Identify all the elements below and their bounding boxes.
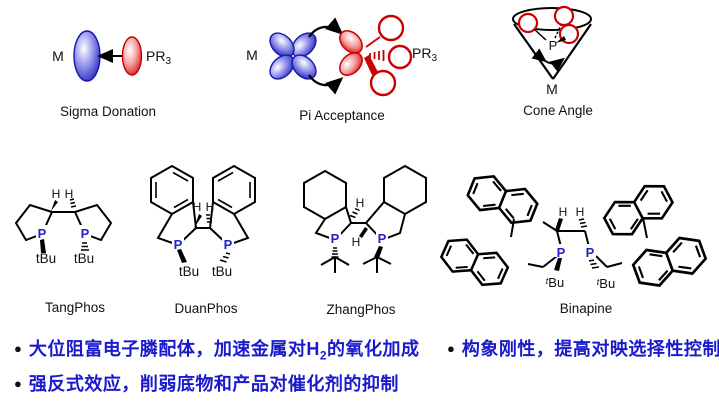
sigma-blue-orbital-lobe [73, 30, 101, 82]
hashed-bond [331, 247, 339, 258]
biaryl-bond [510, 218, 515, 238]
wedge-bond [177, 249, 187, 263]
ligand-name: Binapine [560, 301, 613, 316]
sigma-donation-diagram: M PR3 Sigma Donation [52, 30, 171, 119]
tbu-label: tBu [597, 276, 615, 291]
hashed-bond [81, 242, 89, 251]
sigma-star-red-orbital [339, 14, 413, 97]
cone-angle-diagram: P M Cone Angle [512, 5, 593, 118]
cone-mouth [512, 7, 592, 31]
phosphorus-label: P [557, 245, 566, 260]
phosphorus-label: P [549, 38, 558, 53]
wedge-bond [359, 227, 368, 238]
h-stereo-label: H [52, 187, 61, 201]
zhangphos-structure: H H P P ZhangPhos [303, 164, 427, 317]
phosphine-label: PR3 [412, 45, 437, 64]
phosphorus-label: P [81, 226, 90, 241]
bold-wedge-bond [364, 55, 378, 75]
sigma-red-orbital-lobe [121, 36, 143, 76]
naphthalene-unit [463, 168, 542, 231]
wedge-bond [554, 258, 562, 271]
tangphos-structure: H H P P tBu tBu TangPhos [14, 187, 113, 315]
h-stereo-label: H [65, 187, 74, 201]
naphthalene-unit [628, 230, 711, 293]
tbutyl-skeleton [320, 256, 392, 273]
wedge-bond [555, 218, 563, 231]
r-group-circle [369, 69, 397, 97]
phosphorus-label: P [38, 226, 47, 241]
r-group-circle [387, 44, 413, 70]
cyclohexane-ring [383, 164, 427, 216]
bullet-text: 大位阻富电子膦配体，加速金属对H2的氧化加成 [28, 339, 420, 363]
bullet-trans-effect: ● 强反式效应，削弱底物和产品对催化剂的抑制 [14, 373, 399, 395]
metal-label: M [246, 47, 258, 63]
tbu-label: tBu [212, 264, 232, 279]
phosphine-label: PR3 [146, 48, 171, 67]
bullet-dot: ● [14, 341, 22, 356]
phosphorus-label: P [331, 231, 340, 246]
tbu-label: tBu [36, 251, 56, 266]
hashed-bond [69, 198, 77, 208]
wedge-bond [556, 36, 566, 43]
hashed-bond [206, 214, 212, 223]
back-donation-arrow-bottom [308, 74, 344, 95]
ligand-name: ZhangPhos [326, 302, 395, 317]
bullet-rigidity: ● 构象刚性，提高对映选择性控制 [447, 338, 719, 360]
hashed-bond [588, 259, 600, 269]
wedge-bond [374, 246, 383, 258]
bullet-text: 强反式效应，削弱底物和产品对催化剂的抑制 [28, 374, 399, 394]
cyclohexane-ring [303, 169, 347, 221]
sigma-donation-caption: Sigma Donation [60, 104, 156, 119]
bullet-dot: ● [14, 376, 22, 391]
h-stereo-label: H [193, 200, 202, 214]
h-stereo-label: H [356, 196, 365, 210]
pi-acceptance-diagram: M PR3 Pi Acceptance [246, 14, 437, 123]
angle-arc [531, 48, 565, 72]
phosphorus-label: P [224, 237, 233, 252]
phosphorus-label: P [174, 237, 183, 252]
bullet-steric-electronic: ● 大位阻富电子膦配体，加速金属对H2的氧化加成 [14, 338, 420, 367]
hashed-bond [578, 218, 588, 228]
naphthalene-unit [598, 176, 679, 244]
duanphos-structure: H H P P tBu tBu DuanPhos [150, 164, 256, 316]
r-group-circle [377, 14, 405, 42]
back-donation-arrow-top [308, 17, 344, 38]
bullet-text: 构象刚性，提高对映选择性控制 [461, 339, 719, 359]
binapine-structure: H H P P tBu tBu Binapine [436, 168, 711, 316]
h-stereo-label: H [559, 205, 568, 219]
d-orbital-blue-clover [269, 32, 317, 80]
benzo-ring [212, 164, 256, 216]
metal-label: M [546, 81, 558, 97]
hashed-bond [349, 207, 360, 219]
biaryl-bond [642, 217, 648, 239]
h-stereo-label: H [576, 205, 585, 219]
cone-angle-caption: Cone Angle [523, 103, 593, 118]
tbu-label: tBu [546, 275, 564, 290]
phosphorus-label: P [378, 231, 387, 246]
ligand-name: TangPhos [45, 300, 105, 315]
ligand-name: DuanPhos [174, 301, 237, 316]
tbu-label: tBu [179, 264, 199, 279]
benzo-ring [150, 164, 194, 216]
h-stereo-label: H [352, 235, 361, 249]
wedge-bond [40, 239, 46, 253]
naphthalene-unit [436, 231, 513, 293]
bullet-dot: ● [447, 341, 455, 356]
hashed-bond [219, 252, 231, 263]
h-stereo-label: H [206, 200, 215, 214]
metal-label: M [52, 48, 64, 64]
hashed-wedge-bond [369, 50, 385, 61]
tbu-label: tBu [74, 251, 94, 266]
wedge-bond [51, 200, 58, 211]
phosphorus-label: P [586, 245, 595, 260]
wedge-bond [194, 214, 202, 228]
pi-acceptance-caption: Pi Acceptance [299, 108, 385, 123]
aromatic-inner-bonds [155, 171, 251, 209]
